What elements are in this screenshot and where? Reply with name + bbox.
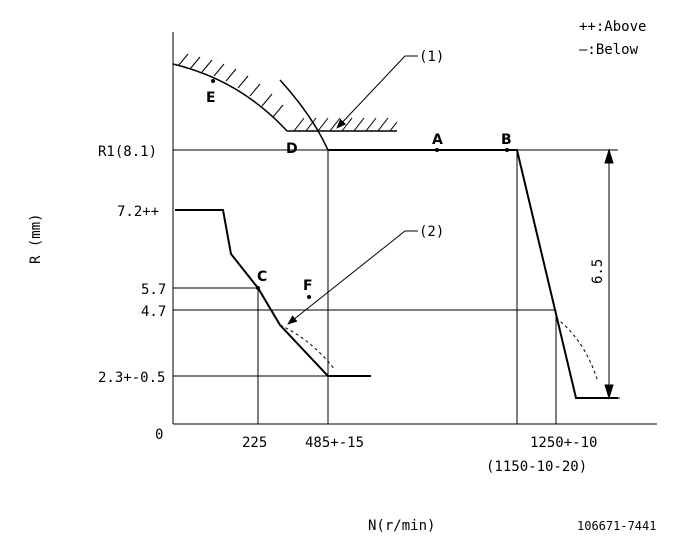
x-tick-1150: (1150-10-20) xyxy=(486,459,587,475)
point-label-e: E xyxy=(206,90,216,106)
point-label-b: B xyxy=(501,132,512,148)
stopper-lead-curve xyxy=(279,79,329,151)
marker-b xyxy=(505,148,509,152)
curve-full-load xyxy=(328,149,618,399)
leader-1 xyxy=(336,55,418,129)
dashed-curve-2 xyxy=(279,324,336,371)
vertical-guides xyxy=(257,150,557,424)
stopper-arc xyxy=(172,63,288,132)
marker-e xyxy=(211,79,215,83)
point-markers xyxy=(211,79,509,299)
x-tick-485: 485+-15 xyxy=(305,435,364,451)
point-label-a: A xyxy=(432,132,443,148)
dimension-label: 6.5 xyxy=(590,259,606,284)
dimension-6-5 xyxy=(597,148,620,400)
x-axis-title: N(r/min) xyxy=(368,518,435,534)
callout-2: (2) xyxy=(419,224,444,240)
point-label-d: D xyxy=(286,141,298,157)
marker-f xyxy=(307,295,311,299)
point-label-f: F xyxy=(303,278,313,294)
horizontal-guides xyxy=(173,149,618,377)
point-label-c: C xyxy=(257,269,267,285)
x-tick-225: 225 xyxy=(242,435,267,451)
dashed-curve-right xyxy=(555,317,599,383)
characteristic-curves xyxy=(175,149,618,399)
document-id: 106671-7441 xyxy=(577,519,656,533)
x-tick-1250: 1250+-10 xyxy=(530,435,597,451)
origin-label: 0 xyxy=(155,427,163,443)
stopper-hatching xyxy=(177,53,398,132)
legend-above: ++:Above xyxy=(579,19,646,35)
y-tick-2-3: 2.3+-0.5 xyxy=(98,370,165,386)
leader-2 xyxy=(287,230,418,325)
y-tick-5-7: 5.7 xyxy=(141,282,166,298)
callout-leaders xyxy=(287,55,418,325)
callout-1: (1) xyxy=(419,49,444,65)
y-tick-7-2: 7.2++ xyxy=(117,204,159,220)
y-tick-r1: R1(8.1) xyxy=(98,144,157,160)
legend-below: —:Below xyxy=(579,42,639,58)
y-tick-4-7: 4.7 xyxy=(141,304,166,320)
curve-idle xyxy=(175,209,371,377)
dashed-curves xyxy=(279,317,599,383)
marker-c xyxy=(256,286,260,290)
axes xyxy=(172,32,657,425)
y-axis-title: R (mm) xyxy=(28,213,44,264)
marker-a xyxy=(435,148,439,152)
stopper-boundary xyxy=(172,63,397,151)
